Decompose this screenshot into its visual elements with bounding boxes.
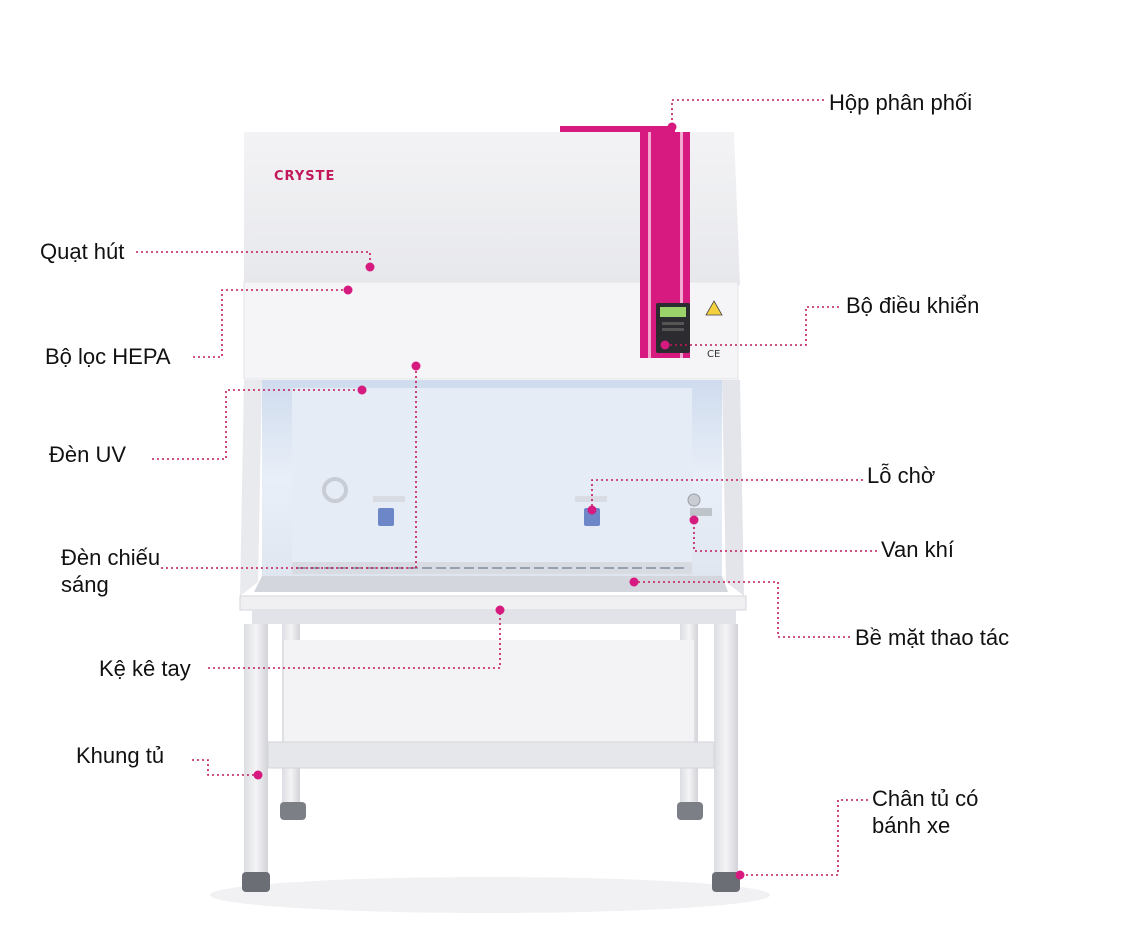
label-casters-line2: bánh xe bbox=[872, 813, 951, 838]
leader-socket bbox=[591, 479, 863, 510]
brand-logo: CRYSTE bbox=[274, 169, 335, 184]
top-housing bbox=[244, 132, 740, 285]
leader-lines bbox=[136, 99, 877, 876]
label-uv-lamp: Đèn UV bbox=[49, 442, 127, 467]
caster-back-right bbox=[677, 802, 703, 820]
leg-front-right bbox=[714, 624, 738, 874]
gas-valve-fitting bbox=[687, 493, 701, 507]
leader-controller bbox=[665, 306, 839, 346]
lower-shelf bbox=[267, 741, 715, 769]
label-hepa-filter: Bộ lọc HEPA bbox=[45, 344, 171, 369]
back-wall bbox=[292, 388, 692, 564]
leader-dots bbox=[253, 122, 745, 880]
leader-work-surface bbox=[634, 581, 850, 638]
port-left bbox=[322, 477, 348, 503]
side-panel-right bbox=[722, 380, 744, 596]
label-exhaust-fan: Quạt hút bbox=[40, 239, 125, 264]
label-gas-valve: Van khí bbox=[881, 537, 954, 562]
label-casters-line1: Chân tủ có bbox=[872, 786, 979, 811]
label-arm-rest: Kệ kê tay bbox=[99, 656, 191, 681]
distribution-box bbox=[560, 126, 675, 134]
caster-front-left bbox=[242, 872, 270, 892]
label-lighting-line2: sáng bbox=[61, 572, 109, 597]
caster-back-left bbox=[280, 802, 306, 820]
warning-icon bbox=[705, 300, 723, 316]
leader-gas-valve bbox=[693, 520, 877, 552]
label-cabinet-frame: Khung tủ bbox=[76, 743, 165, 768]
back-panel bbox=[284, 640, 694, 750]
leader-distribution-box bbox=[671, 99, 824, 127]
leader-casters bbox=[740, 799, 868, 876]
floor-shadow bbox=[210, 877, 770, 913]
label-socket: Lỗ chờ bbox=[867, 463, 936, 488]
label-lighting-line1: Đèn chiếu bbox=[61, 545, 161, 570]
caster-front-right bbox=[712, 872, 740, 892]
ce-mark: CE bbox=[707, 349, 720, 360]
tap-left bbox=[378, 508, 394, 526]
arm-rest-bar bbox=[239, 595, 747, 611]
label-controller: Bộ điều khiển bbox=[846, 293, 980, 318]
controller-display bbox=[660, 307, 686, 317]
leader-uv-lamp bbox=[152, 389, 362, 460]
label-work-surface: Bề mặt thao tác bbox=[855, 625, 1010, 650]
label-distribution-box: Hộp phân phối bbox=[829, 90, 973, 115]
tap-right bbox=[584, 508, 600, 526]
leader-lighting bbox=[160, 366, 417, 569]
side-panel-left bbox=[240, 380, 262, 596]
leader-arm-rest bbox=[208, 610, 501, 669]
work-surface-plate bbox=[254, 576, 728, 592]
leader-frame bbox=[192, 759, 258, 776]
leg-front-left bbox=[244, 624, 268, 874]
